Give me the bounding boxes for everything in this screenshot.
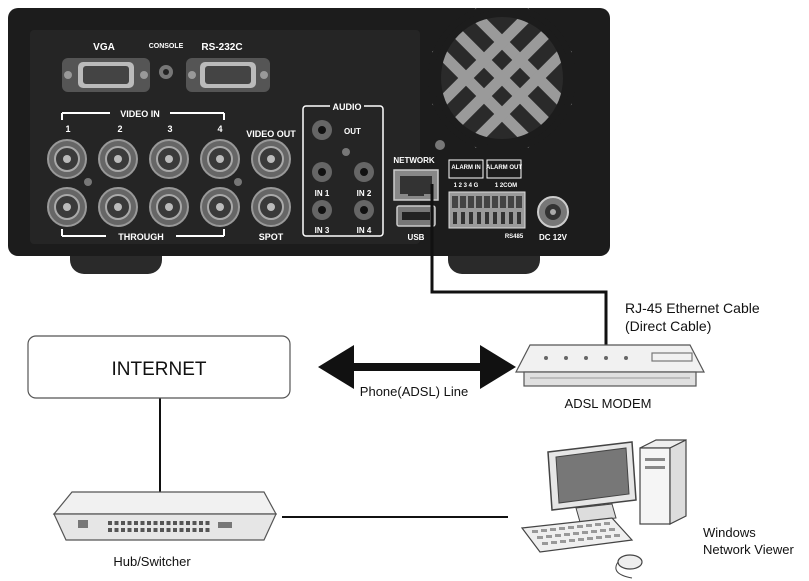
video-in-num-2: 2 [117,124,122,134]
label-alarm-in-pins: 1 2 3 4 G [454,183,479,189]
bnc-connector [251,187,291,227]
label-alarm-out: ALARM OUT [486,165,522,171]
label-audio-in2: IN 2 [357,189,372,198]
label-through: THROUGH [118,232,164,242]
bnc-connector [47,187,87,227]
phone-line-arrow [318,345,516,389]
bnc-connector [98,187,138,227]
bnc-connector [200,139,240,179]
label-audio: AUDIO [333,102,362,112]
video-in-bracket [61,112,225,120]
screw-left [84,178,92,186]
through-bracket [61,229,225,237]
internet-box [27,335,291,399]
bnc-connector [98,139,138,179]
label-console: CONSOLE [149,43,184,50]
dvr-rear-panel: VGA CONSOLE RS-232C VIDEO IN 1 2 [8,0,610,274]
bnc-connectors [47,139,291,227]
pc-label-2: Network Viewer [703,542,794,557]
screw-mid [234,178,242,186]
label-video-in: VIDEO IN [120,109,160,119]
alarm-terminal-block [448,191,526,229]
hub-label: Hub/Switcher [113,554,191,569]
dc-power-jack [537,196,569,228]
fan-grille [420,0,590,152]
label-dc: DC 12V [539,233,568,242]
video-in-num-4: 4 [217,124,222,134]
label-audio-in3: IN 3 [315,226,330,235]
rj45-cable [430,184,608,345]
video-in-num-1: 1 [65,124,70,134]
audio-section [302,100,384,237]
label-alarm-in: ALARM IN [451,165,480,171]
label-alarm-out-pins: 1 2COM [495,183,517,189]
label-network: NETWORK [393,156,435,165]
bnc-connector [149,139,189,179]
label-spot: SPOT [259,232,284,242]
label-audio-out: OUT [344,127,361,136]
label-usb: USB [408,233,425,242]
label-audio-in4: IN 4 [357,226,372,235]
bnc-connector [251,139,291,179]
label-vga: VGA [93,42,115,53]
usb-port [396,205,436,227]
label-rs485: RS485 [505,234,524,240]
pc-label-1: Windows [703,525,756,540]
pc-computer [520,439,687,579]
video-in-num-3: 3 [167,124,172,134]
cable-label-2: (Direct Cable) [625,318,711,334]
modem-label: ADSL MODEM [565,396,652,411]
label-rs232c: RS-232C [201,42,242,53]
label-video-out: VIDEO OUT [246,129,296,139]
bnc-connector [200,187,240,227]
phone-line-label: Phone(ADSL) Line [360,384,468,399]
vga-port [62,58,150,92]
bnc-connector [47,139,87,179]
internet-label: INTERNET [112,359,207,380]
adsl-modem [515,344,705,387]
label-audio-in1: IN 1 [315,189,330,198]
hub-switch [52,491,278,541]
cable-label-1: RJ-45 Ethernet Cable [625,300,760,316]
screw-fan [435,140,445,150]
alarm-terminal-labels [448,159,522,179]
rs232c-port [186,58,270,92]
bnc-connector [149,187,189,227]
